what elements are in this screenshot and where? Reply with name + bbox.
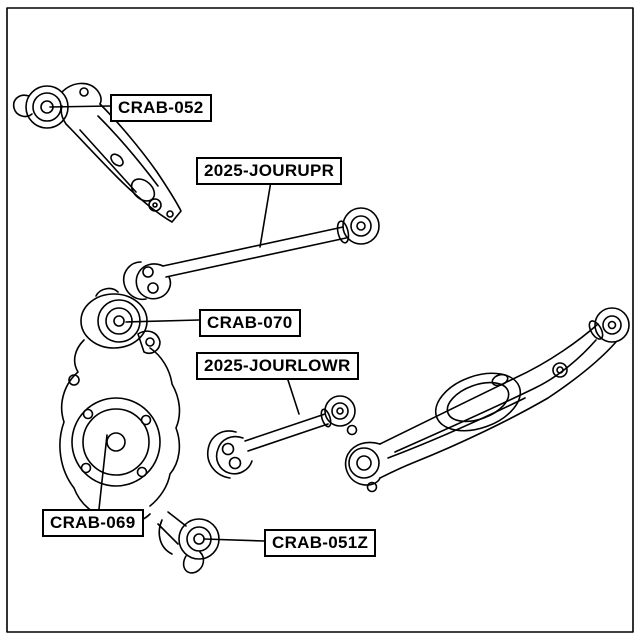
leader-crab-052 xyxy=(49,105,111,108)
upper-control-arm-drawing xyxy=(12,82,182,223)
label-crab-070: CRAB-070 xyxy=(199,309,301,337)
label-2025-jourupr: 2025-JOURUPR xyxy=(196,157,343,185)
leader-crab-070 xyxy=(125,319,200,323)
label-2025-jourlowr: 2025-JOURLOWR xyxy=(196,352,359,380)
leader-jourupr xyxy=(259,180,272,248)
knuckle-drawing xyxy=(59,287,220,574)
border-frame xyxy=(6,7,634,633)
upper-rod-drawing xyxy=(122,207,380,301)
leader-crab-051z xyxy=(203,538,265,542)
leader-lines xyxy=(49,105,300,542)
lower-rod-drawing xyxy=(206,395,356,479)
label-crab-069: CRAB-069 xyxy=(42,509,144,537)
label-crab-052: CRAB-052 xyxy=(110,94,212,122)
lower-control-arm-drawing xyxy=(344,307,630,493)
leader-crab-069 xyxy=(98,434,108,510)
label-crab-051z: CRAB-051Z xyxy=(264,529,377,557)
leader-jourlowr xyxy=(286,376,300,415)
